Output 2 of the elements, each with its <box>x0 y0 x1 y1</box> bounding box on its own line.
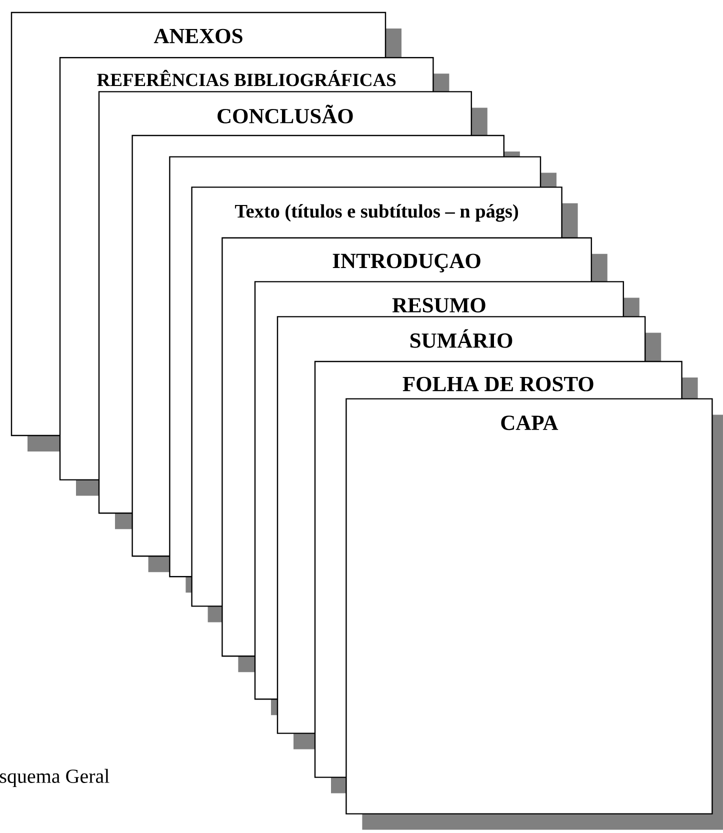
page-sheet: CAPA <box>346 398 723 830</box>
caption-text: squema Geral <box>0 768 110 788</box>
